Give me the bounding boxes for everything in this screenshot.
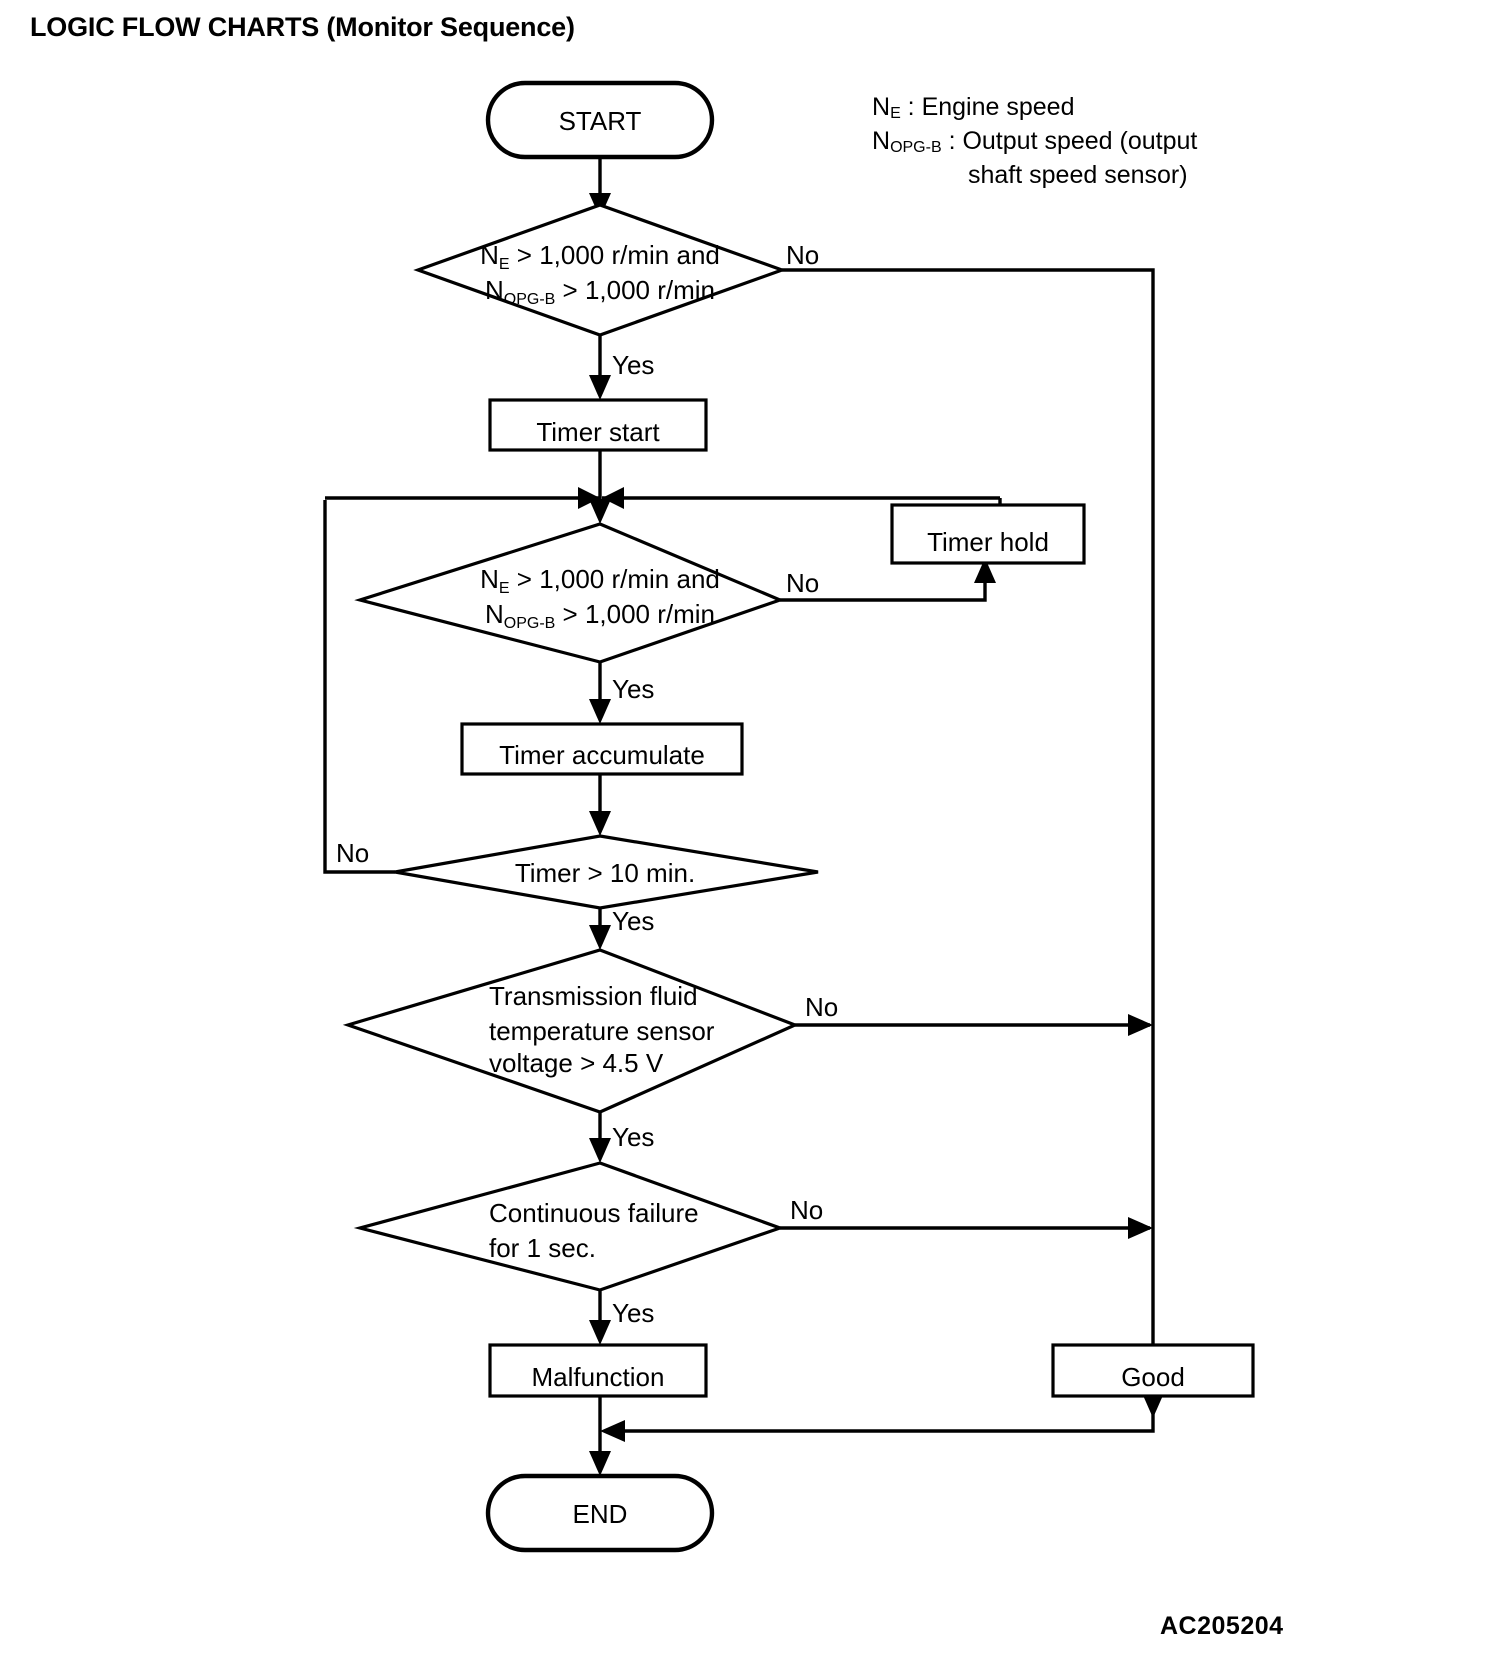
edge-cond3-no-loopback [323,500,395,874]
node-malfunction[interactable] [488,1343,708,1398]
legend-symbol-ne: N [872,93,891,121]
node-cond5-line1: Continuous failure [489,1198,699,1228]
node-timer-hold-label: Timer hold [927,527,1049,557]
node-start[interactable] [485,80,715,160]
arrowhead-cond1-yes [589,375,611,400]
arrowhead-cond5-no [1128,1217,1153,1239]
node-cond2-line2: NOPG-B > 1,000 r/min [485,599,715,632]
node-cond5[interactable] [353,1161,785,1292]
node-timer-hold[interactable] [890,503,1086,565]
node-cond1[interactable] [413,203,787,337]
arrowhead-cond3-yes [589,925,611,950]
branch-label-cond3-no: No [336,838,369,868]
figure-code: AC205204 [1160,1612,1284,1640]
arrowhead-cond4-yes [589,1138,611,1163]
arrowhead-good-to-end [600,1420,625,1442]
node-start-label: START [559,106,642,136]
edge-good-to-end [614,1396,1155,1433]
node-cond3-label: Timer > 10 min. [515,858,695,888]
legend-symbol-ne-subscript: E [890,105,901,122]
node-good-label: Good [1121,1362,1185,1392]
node-end-label: END [573,1499,628,1529]
node-cond4-line3: voltage > 4.5 V [489,1048,664,1078]
arrowhead-cond2-no-to-timerhold [974,558,996,583]
node-timer-start-label: Timer start [536,417,660,447]
arrowhead-timerhold-return [602,487,624,509]
node-good[interactable] [1051,1343,1255,1398]
arrowhead-cond4-no [1128,1014,1153,1036]
arrowhead-malfunction-to-end [589,1451,611,1476]
node-cond1-line1: NE > 1,000 r/min and [480,240,720,273]
node-timer-accumulate-label: Timer accumulate [499,740,705,770]
node-cond2-line1: NE > 1,000 r/min and [480,564,720,597]
node-timer-start[interactable] [488,398,708,452]
arrowhead-timerstart-to-cond2 [589,499,611,524]
legend-line-2: NOPG-B : Output speed (output [872,126,1197,160]
legend-symbol-nopgb: N [872,127,891,155]
branch-label-cond1-yes: Yes [612,350,654,380]
node-timer-accumulate[interactable] [460,722,744,776]
node-cond2[interactable] [354,522,785,664]
branch-label-cond2-yes: Yes [612,674,654,704]
node-cond5-line2: for 1 sec. [489,1233,596,1263]
branch-label-cond2-no: No [786,568,819,598]
arrowhead-accumulate-to-cond3 [589,811,611,836]
edge-cond1-no-to-good [782,268,1155,1405]
arrowhead-cond2-yes [589,699,611,724]
node-cond4[interactable] [342,948,800,1114]
legend-line-1: NE : Engine speed [872,92,1197,126]
arrowhead-cond5-yes [589,1320,611,1345]
legend-text-nopgb: : Output speed (output [941,127,1198,155]
branch-label-cond4-yes: Yes [612,1122,654,1152]
node-malfunction-label: Malfunction [532,1362,665,1392]
legend-line-3: shaft speed sensor) [968,161,1188,189]
arrowhead-loopback-left [578,487,600,509]
page-title: LOGIC FLOW CHARTS (Monitor Sequence) [30,12,575,42]
node-cond1-line2: NOPG-B > 1,000 r/min [485,275,715,308]
branch-label-cond1-no: No [786,240,819,270]
legend: NE : Engine speed NOPG-B : Output speed … [872,92,1197,190]
branch-label-cond5-yes: Yes [612,1298,654,1328]
node-end[interactable] [485,1473,715,1553]
legend-text-ne: : Engine speed [900,93,1075,121]
branch-label-cond5-no: No [790,1195,823,1225]
node-cond3[interactable] [394,834,819,910]
node-cond4-line2: temperature sensor [489,1016,715,1046]
branch-label-cond4-no: No [805,992,838,1022]
legend-symbol-nopgb-subscript: OPG-B [890,139,942,156]
branch-label-cond3-yes: Yes [612,906,654,936]
node-cond4-line1: Transmission fluid [489,981,698,1011]
